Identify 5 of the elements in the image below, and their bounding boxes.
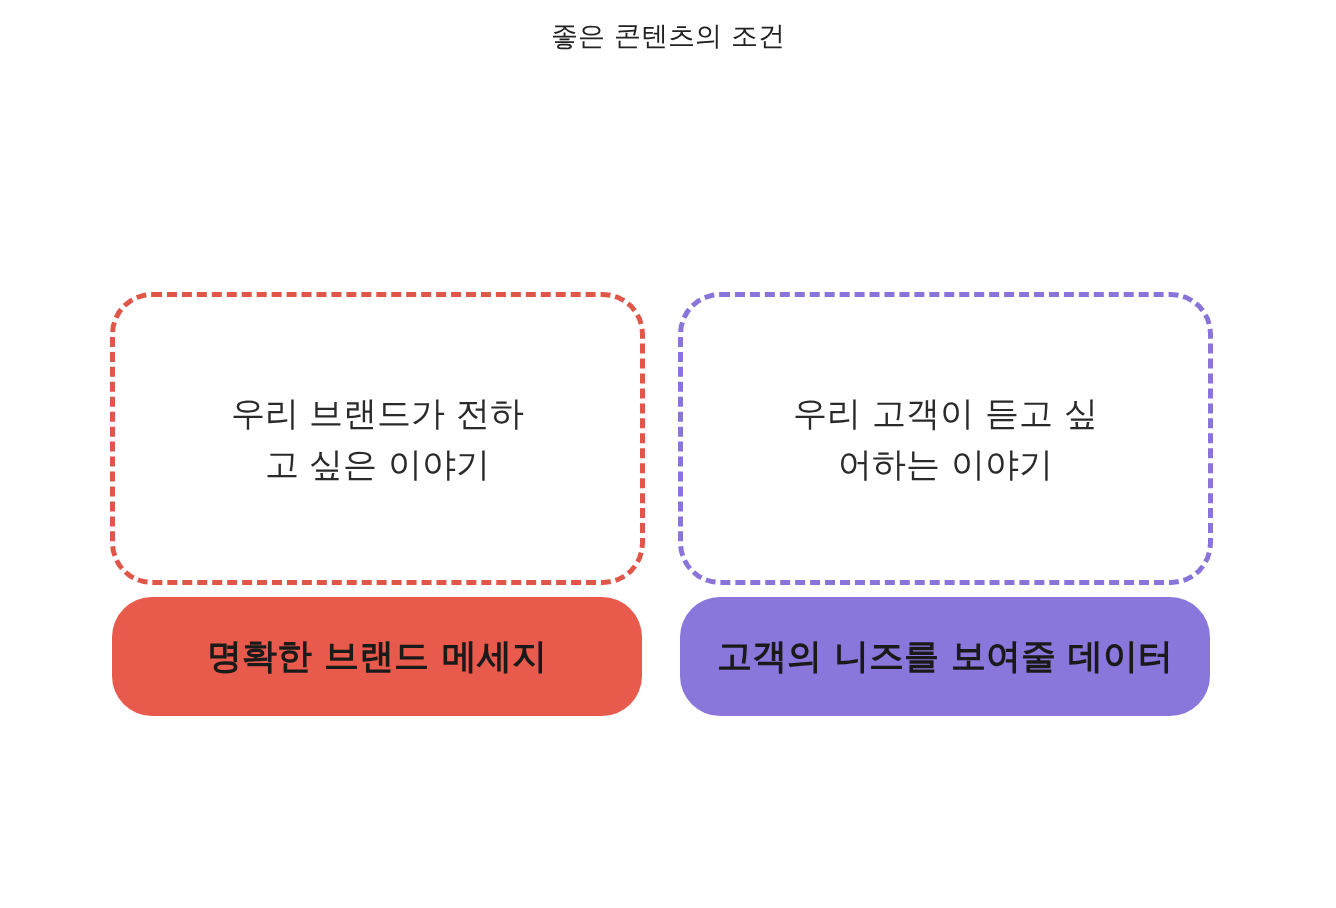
title: 좋은 콘텐츠의 조건 — [550, 19, 786, 53]
dashed-box: 우리 고객이 듣고 싶어하는 이야기 — [678, 292, 1213, 585]
dashed-box: 우리 브랜드가 전하고 싶은 이야기 — [110, 292, 645, 585]
label-box: 명확한 브랜드 메세지 — [112, 597, 642, 716]
label-box: 고객의 니즈를 보여줄 데이터 — [680, 597, 1210, 716]
